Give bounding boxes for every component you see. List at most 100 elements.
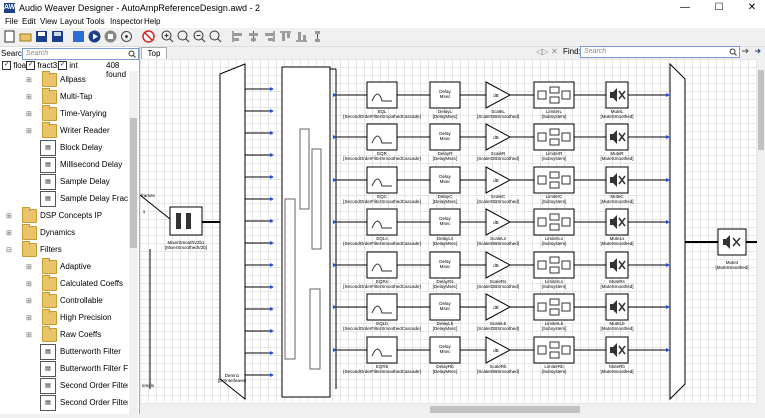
filter-float[interactable]: ✓ float xyxy=(2,61,28,71)
tree-item[interactable]: ⊞Time-Varying xyxy=(0,105,128,122)
tree-item[interactable]: ▤Sample Delay Fract16 xyxy=(0,190,128,207)
maximize-button[interactable]: ☐ xyxy=(714,2,724,13)
expand-icon[interactable]: ⊞ xyxy=(26,315,32,322)
canvas-vertical-thumb[interactable] xyxy=(758,70,764,150)
expand-icon[interactable]: ⊞ xyxy=(26,264,32,271)
library-search-input[interactable]: Search xyxy=(22,48,139,60)
zoom-in-icon[interactable] xyxy=(161,30,174,43)
scaler-block[interactable] xyxy=(485,251,512,279)
filter-fract32[interactable]: ✓ fract32 xyxy=(26,61,62,71)
filter-int[interactable]: ✓ int xyxy=(58,61,78,71)
find-input[interactable]: Search xyxy=(580,46,740,58)
expand-icon[interactable]: ⊞ xyxy=(26,94,32,101)
expand-icon[interactable]: ⊞ xyxy=(26,298,32,305)
tree-item[interactable]: ▤Block Delay xyxy=(0,139,128,156)
canvas-horizontal-thumb[interactable] xyxy=(430,406,580,413)
eq-block[interactable] xyxy=(366,166,398,194)
interleave-block[interactable] xyxy=(669,62,686,401)
main-mute-block[interactable] xyxy=(717,228,747,256)
collapse-icon[interactable]: ⊟ xyxy=(6,247,12,254)
tree-item[interactable]: ▤Butterworth Filter Fract xyxy=(0,360,128,377)
tree-item[interactable]: ⊞Raw Coeffs xyxy=(0,326,128,343)
checkbox-checked-icon[interactable]: ✓ xyxy=(58,61,67,71)
delay-block[interactable] xyxy=(429,336,461,364)
tree-item[interactable]: ⊞Allpass xyxy=(0,71,128,88)
delay-block[interactable] xyxy=(429,81,461,109)
tree-item[interactable]: ⊞High Precision xyxy=(0,309,128,326)
menu-help[interactable]: Help xyxy=(144,17,161,26)
tree-item[interactable]: ⊞Multi-Tap xyxy=(0,88,128,105)
tab-top[interactable]: Top xyxy=(141,47,167,59)
expand-icon[interactable]: ⊞ xyxy=(6,230,12,237)
eq-block[interactable] xyxy=(366,336,398,364)
new-icon[interactable] xyxy=(3,30,16,43)
tree-item[interactable]: ⊞DSP Concepts IP xyxy=(0,207,128,224)
tree-item[interactable]: ▤Second Order Filter Sm xyxy=(0,394,128,411)
scaler-block[interactable] xyxy=(485,123,512,151)
tree-item[interactable]: ▤Sample Delay xyxy=(0,173,128,190)
delay-block[interactable] xyxy=(429,123,461,151)
eq-block[interactable] xyxy=(366,123,398,151)
minimize-button[interactable]: — xyxy=(680,2,690,13)
build-icon[interactable] xyxy=(72,30,85,43)
delay-block-text: Delay xyxy=(439,344,451,349)
tree-item[interactable]: ⊞Controllable xyxy=(0,292,128,309)
find-options-icon[interactable] xyxy=(753,47,762,56)
tab-close-icon[interactable]: ✕ xyxy=(551,47,558,56)
scaler-block[interactable] xyxy=(485,336,512,364)
eq-block[interactable] xyxy=(366,208,398,236)
tree-item[interactable]: ⊞Adaptive xyxy=(0,258,128,275)
eq-block[interactable] xyxy=(366,81,398,109)
checkbox-checked-icon[interactable]: ✓ xyxy=(26,61,35,71)
tree-item[interactable]: ▤Second Order Filter Sm xyxy=(0,377,128,394)
scaler-block[interactable] xyxy=(485,81,512,109)
expand-icon[interactable]: ⊞ xyxy=(26,332,32,339)
tree-item[interactable]: ▤Millisecond Delay xyxy=(0,156,128,173)
scaler-block[interactable] xyxy=(485,208,512,236)
checkbox-checked-icon[interactable]: ✓ xyxy=(2,61,11,71)
save-all-icon[interactable] xyxy=(51,30,64,43)
disconnect-icon[interactable] xyxy=(142,30,155,43)
align-bottom-icon[interactable] xyxy=(295,30,308,43)
expand-icon[interactable]: ⊞ xyxy=(26,111,32,118)
tree-item[interactable]: ⊞Dynamics xyxy=(0,224,128,241)
tab-nav-left-icon[interactable]: ◁▷ xyxy=(536,47,549,56)
stop-icon[interactable] xyxy=(104,30,117,43)
menu-edit[interactable]: Edit xyxy=(22,17,36,26)
tree-item[interactable]: ⊞Writer Reader xyxy=(0,122,128,139)
expand-icon[interactable]: ⊞ xyxy=(26,281,32,288)
canvas-vertical-scrollbar[interactable] xyxy=(757,59,765,404)
expand-icon[interactable]: ⊞ xyxy=(26,128,32,135)
menu-view[interactable]: View xyxy=(40,17,58,26)
target-icon[interactable] xyxy=(120,30,133,43)
tree-item[interactable]: ⊞Calculated Coeffs xyxy=(0,275,128,292)
design-canvas[interactable]: Demn1[DeInterleave]MixerSmoothV2b1[Mixer… xyxy=(140,59,757,404)
align-top-icon[interactable] xyxy=(279,30,292,43)
align-left-icon[interactable] xyxy=(231,30,244,43)
save-icon[interactable] xyxy=(35,30,48,43)
tree-item[interactable]: ⊟Filters xyxy=(0,241,128,258)
open-icon[interactable] xyxy=(19,30,32,43)
find-next-icon[interactable] xyxy=(741,47,750,56)
scaler-block[interactable] xyxy=(485,166,512,194)
distribute-icon[interactable] xyxy=(311,30,324,43)
expand-icon[interactable]: ⊞ xyxy=(6,213,12,220)
scaler-block[interactable] xyxy=(485,293,512,321)
align-right-icon[interactable] xyxy=(263,30,276,43)
expand-icon[interactable]: ⊞ xyxy=(26,77,32,84)
eq-block[interactable] xyxy=(366,293,398,321)
menu-file[interactable]: File xyxy=(5,17,18,26)
menu-tools[interactable]: Tools xyxy=(86,17,105,26)
zoom-fit-icon[interactable] xyxy=(209,30,222,43)
menu-layout[interactable]: Layout xyxy=(60,17,85,26)
close-button[interactable]: ✕ xyxy=(747,2,757,13)
demux-block[interactable] xyxy=(219,63,246,401)
zoom-out-icon[interactable] xyxy=(193,30,206,43)
tree-scrollbar-thumb[interactable] xyxy=(130,118,137,248)
menu-inspector[interactable]: Inspector xyxy=(110,17,143,26)
eq-block[interactable] xyxy=(366,251,398,279)
run-icon[interactable] xyxy=(88,30,101,43)
zoom-100-icon[interactable] xyxy=(177,30,190,43)
tree-item[interactable]: ▤Butterworth Filter xyxy=(0,343,128,360)
align-center-icon[interactable] xyxy=(247,30,260,43)
